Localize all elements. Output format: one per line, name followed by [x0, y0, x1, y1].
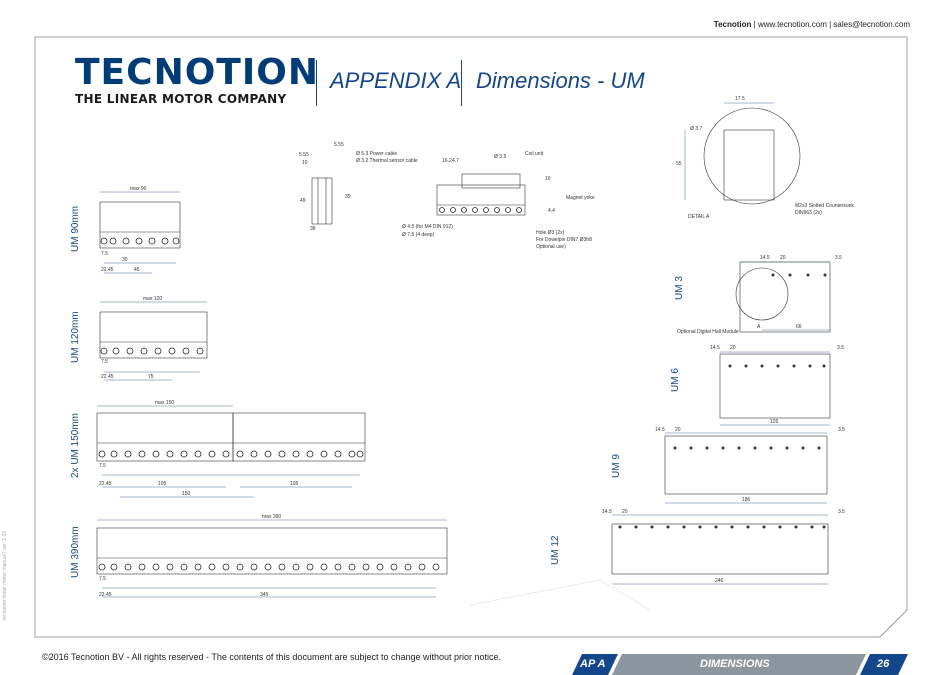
annot-a: A	[757, 324, 761, 330]
dim-150: 150	[182, 491, 191, 497]
annot-hole-deep: Ø 7.5 (4 deep)	[402, 232, 435, 238]
dim-75-um150: 7.5	[99, 463, 106, 469]
dim-35b: Ø 3.5	[494, 154, 506, 160]
dim-45-um90: 45	[134, 267, 140, 273]
dim-10: 10	[302, 160, 308, 166]
tecnotion-logo: TECNOTION THE LINEAR MOTOR COMPANY	[75, 52, 319, 107]
annot-detail-a: DETAIL A	[688, 214, 710, 220]
copyright: ©2016 Tecnotion BV - All rights reserved…	[42, 652, 502, 662]
logo-tagline: THE LINEAR MOTOR COMPANY	[75, 92, 287, 106]
title-separator-2	[461, 60, 462, 106]
dim-145-um12: 14.5	[602, 509, 612, 515]
dim-38: 38	[310, 226, 316, 232]
section-title: Dimensions - UM	[476, 68, 645, 93]
dim-75-um90: 7.5	[101, 251, 108, 257]
dim-555b: 5.55	[334, 142, 344, 148]
dim-126: 126	[770, 419, 779, 425]
dim-66: 66	[796, 324, 802, 330]
dim-75-um390: 7.5	[99, 576, 106, 582]
annot-hole-m4: Ø 4.5 (for M4 DIN 912)	[402, 224, 453, 230]
dim-35-um3: 3.5	[835, 255, 842, 261]
dim-35-um6: 3.5	[837, 345, 844, 351]
dim-555a: 5.55	[299, 152, 309, 158]
footer-page: 26	[877, 658, 890, 670]
dim-10b: 10	[545, 176, 551, 182]
dim-55: 55	[676, 161, 682, 167]
dim-246: 246	[715, 578, 724, 584]
logo-word: TECNOTION	[75, 52, 319, 93]
dim-345: 345	[260, 592, 269, 598]
dim-186: 186	[742, 497, 751, 503]
header-company: Tecnotion	[713, 20, 752, 29]
annot-coil-unit: Coil unit	[525, 151, 544, 157]
dim-max90: max 90	[130, 186, 147, 192]
dim-145-um3: 14.5	[760, 255, 770, 261]
annot-din: DIN963 (2x)	[795, 210, 822, 216]
footer-section: DIMENSIONS	[700, 658, 770, 670]
dim-max390: max 390	[262, 514, 281, 520]
dim-30-um90: 30	[122, 257, 128, 263]
dim-2245-um150: 22.45	[99, 481, 112, 487]
annot-m2: M2x3 Slotted Countersunk	[795, 203, 854, 209]
dim-145-um9: 14.5	[655, 427, 665, 433]
annot-power-cable: Ø 5.3 Power cable	[356, 151, 397, 157]
title-separator-1	[316, 60, 317, 106]
appendix-title: APPENDIX A	[330, 68, 462, 93]
annot-hole-3: Hole Ø3 (2x)	[536, 230, 565, 236]
dim-35-um9: 3.5	[838, 427, 845, 433]
dim-20-um9: 20	[675, 427, 681, 433]
dim-105a: 105	[158, 481, 167, 487]
annot-optional: Optional use)	[536, 244, 566, 250]
dim-2245-um390: 22.45	[99, 592, 112, 598]
dim-2245-um90: 22.45	[101, 267, 114, 273]
annot-thermal-cable: Ø 3.2 Thermal sensor cable	[356, 158, 418, 164]
dim-35-um12: 3.5	[838, 509, 845, 515]
dim-47: 4.7	[452, 158, 459, 164]
dim-44: 4.4	[548, 208, 555, 214]
header-contact-text: | www.tecnotion.com | sales@tecnotion.co…	[753, 20, 910, 29]
dim-75-um120: 7.5	[101, 359, 108, 365]
dim-max150: max 150	[155, 400, 174, 406]
annot-dowel: For Dowelpin DIN7 Ø3h8	[536, 237, 592, 243]
dim-20-um6: 20	[730, 345, 736, 351]
footer-appendix: AP A	[580, 658, 606, 670]
dim-145-um6: 14.5	[710, 345, 720, 351]
annot-magnet-yoke: Magnet yoke	[566, 195, 595, 201]
dim-105b: 105	[290, 481, 299, 487]
dim-49: 49	[300, 198, 306, 204]
dim-35: 35	[345, 194, 351, 200]
header-contact: Tecnotion | www.tecnotion.com | sales@te…	[714, 20, 910, 29]
dim-162: 16.2	[442, 158, 452, 164]
dim-max120: max 120	[143, 296, 162, 302]
dim-20-um3: 20	[780, 255, 786, 261]
dim-175: 17.5	[735, 96, 745, 102]
dim-75b-um120: 75	[148, 374, 154, 380]
dim-2245-um120: 22.45	[101, 374, 114, 380]
annot-hall: Optional Digital Hall Module	[677, 329, 739, 335]
dim-37: Ø 3.7	[690, 126, 702, 132]
dim-20-um12: 20	[622, 509, 628, 515]
